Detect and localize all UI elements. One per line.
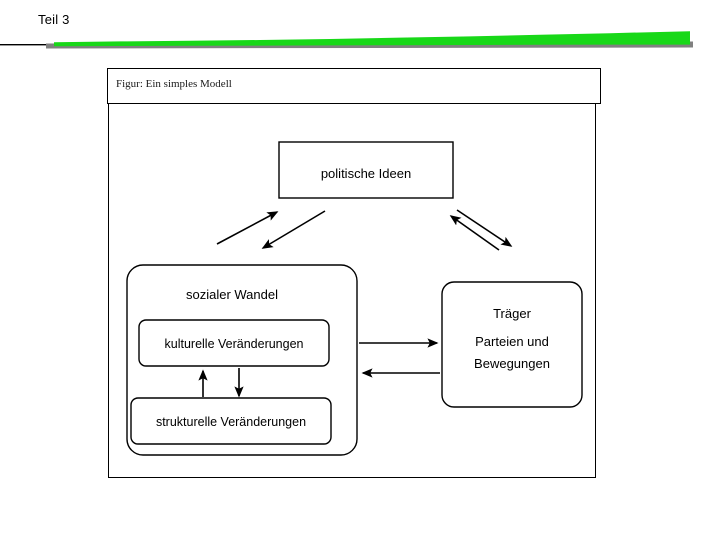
node-traeger-label-line1: Träger: [493, 306, 531, 321]
page-title: Teil 3: [38, 12, 70, 27]
edge-ideen-to-traeger: [456, 209, 513, 247]
node-traeger-label-line2: Parteien und: [475, 334, 549, 349]
edge-ideen-to-wandel: [261, 210, 326, 249]
node-strukturelle-veraenderungen[interactable]: strukturelle Veränderungen: [130, 397, 332, 445]
edge-traeger-to-ideen: [449, 215, 500, 251]
node-sozialer-wandel-label: sozialer Wandel: [186, 287, 278, 302]
node-kulturelle-veraenderungen[interactable]: kulturelle Veränderungen: [138, 319, 330, 367]
figure-caption: Figur: Ein simples Modell: [116, 78, 232, 90]
node-strukturelle-veraenderungen-label: strukturelle Veränderungen: [156, 415, 306, 429]
figure-frame: Figur: Ein simples Modell politische Ide…: [107, 68, 601, 479]
node-traeger[interactable]: Träger Parteien und Bewegungen: [441, 281, 583, 408]
header-green-wedge: [54, 31, 690, 47]
node-kulturelle-veraenderungen-label: kulturelle Veränderungen: [165, 337, 304, 351]
node-politische-ideen-shape: [278, 141, 454, 199]
figure-caption-box: Figur: Ein simples Modell: [107, 68, 601, 104]
node-strukturelle-veraenderungen-shape: [130, 397, 332, 445]
node-politische-ideen-label: politische Ideen: [321, 166, 411, 181]
node-politische-ideen[interactable]: politische Ideen: [278, 141, 454, 199]
header-decoration-band: [0, 28, 720, 52]
node-traeger-shape: [441, 281, 583, 408]
node-traeger-label-line3: Bewegungen: [474, 356, 550, 371]
edge-wandel-to-ideen: [216, 211, 279, 245]
diagram-canvas: politische Ideen sozialer Wandel kulture…: [107, 68, 601, 479]
node-kulturelle-veraenderungen-shape: [138, 319, 330, 367]
header-rule: [0, 44, 58, 46]
